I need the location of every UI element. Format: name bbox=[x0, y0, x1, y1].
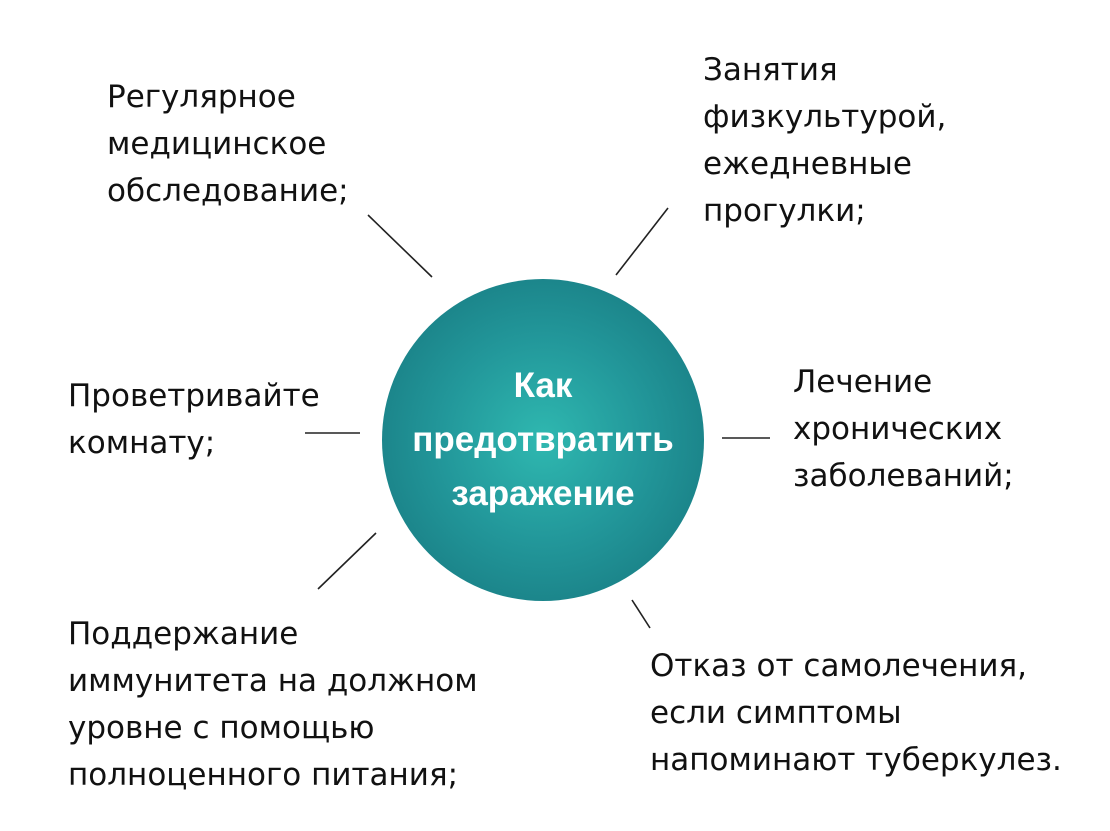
item-line: напоминают туберкулез. bbox=[650, 742, 1062, 778]
item-ventilation: Проветривайте комнату; bbox=[68, 373, 320, 467]
item-line: ежедневные bbox=[703, 146, 912, 182]
item-line: если симптомы bbox=[650, 695, 902, 731]
item-line: уровне с помощью bbox=[68, 710, 375, 746]
item-exercise: Занятия физкультурой, ежедневные прогулк… bbox=[703, 47, 946, 235]
item-line: обследование; bbox=[107, 173, 349, 209]
item-line: медицинское bbox=[107, 126, 327, 162]
connector-line bbox=[367, 214, 433, 278]
item-line: Отказ от самолечения, bbox=[650, 648, 1027, 684]
item-line: прогулки; bbox=[703, 193, 866, 229]
connector-line bbox=[631, 599, 651, 629]
item-immunity: Поддержание иммунитета на должном уровне… bbox=[68, 611, 478, 799]
connector-line bbox=[615, 207, 669, 276]
item-line: физкультурой, bbox=[703, 99, 947, 135]
item-no-self-treatment: Отказ от самолечения, если симптомы напо… bbox=[650, 643, 1062, 784]
item-medical-checkup: Регулярное медицинское обследование; bbox=[107, 74, 349, 215]
item-line: заболеваний; bbox=[793, 458, 1014, 494]
item-line: иммунитета на должном bbox=[68, 663, 478, 699]
item-line: комнату; bbox=[68, 425, 216, 461]
item-line: хронических bbox=[793, 411, 1003, 447]
center-title-line: Как bbox=[513, 366, 573, 405]
item-line: Проветривайте bbox=[68, 378, 320, 414]
center-title-line: предотвратить bbox=[412, 420, 674, 459]
item-line: Поддержание bbox=[68, 616, 299, 652]
item-line: Лечение bbox=[793, 364, 933, 400]
item-line: Занятия bbox=[703, 52, 838, 88]
item-line: Регулярное bbox=[107, 79, 296, 115]
connector-line bbox=[317, 532, 377, 590]
item-chronic-treatment: Лечение хронических заболеваний; bbox=[793, 359, 1014, 500]
item-line: полноценного питания; bbox=[68, 757, 459, 793]
center-title-line: заражение bbox=[451, 474, 635, 513]
central-circle: Как предотвратить заражение bbox=[382, 279, 704, 601]
